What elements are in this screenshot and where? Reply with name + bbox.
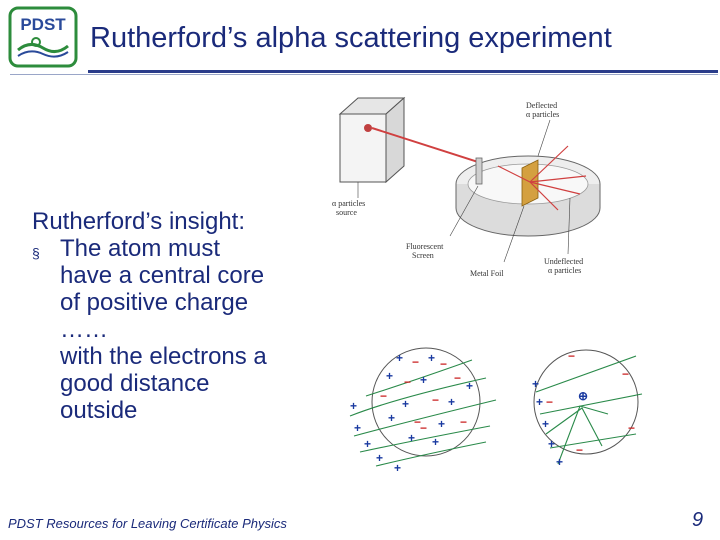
svg-text:+: + bbox=[386, 369, 393, 383]
svg-text:−: − bbox=[622, 367, 629, 381]
nuclear-atom: ⊕ − − − − − + + + + + bbox=[532, 349, 643, 469]
svg-text:+: + bbox=[402, 397, 409, 411]
svg-text:+: + bbox=[376, 451, 383, 465]
label-undeflected: Undeflected bbox=[544, 257, 583, 266]
bullet-line: with the electrons a bbox=[60, 343, 267, 370]
footer-source: PDST Resources for Leaving Certificate P… bbox=[8, 516, 287, 531]
svg-text:−: − bbox=[628, 421, 635, 435]
scattering-apparatus-diagram: Deflected α particles α particles source… bbox=[332, 96, 601, 278]
svg-text:−: − bbox=[414, 415, 421, 429]
svg-text:+: + bbox=[466, 379, 473, 393]
label-screen-2: Screen bbox=[412, 251, 434, 260]
svg-text:+: + bbox=[438, 417, 445, 431]
bullet-line: …… bbox=[60, 316, 108, 343]
svg-text:+: + bbox=[548, 437, 555, 451]
svg-text:+: + bbox=[556, 455, 563, 469]
nucleus: ⊕ bbox=[578, 389, 588, 403]
logo-text: PDST bbox=[20, 15, 66, 34]
svg-text:−: − bbox=[460, 415, 467, 429]
svg-text:−: − bbox=[454, 371, 461, 385]
metal-foil bbox=[521, 159, 539, 207]
page-number: 9 bbox=[692, 509, 704, 531]
alpha-source-box bbox=[338, 96, 406, 184]
svg-text:+: + bbox=[408, 431, 415, 445]
label-screen: Fluorescent bbox=[406, 242, 444, 251]
svg-text:−: − bbox=[404, 375, 411, 389]
svg-text:−: − bbox=[546, 395, 553, 409]
label-deflected: Deflected bbox=[526, 101, 557, 110]
svg-text:−: − bbox=[412, 355, 419, 369]
svg-text:+: + bbox=[420, 373, 427, 387]
label-undeflected-2: α particles bbox=[548, 266, 581, 275]
insight-bullet: § The atom must have a central core of p… bbox=[32, 235, 332, 424]
svg-text:+: + bbox=[536, 395, 543, 409]
alpha-paths-undeflected bbox=[349, 359, 497, 467]
slide-title: Rutherford’s alpha scattering experiment bbox=[90, 22, 612, 54]
pdst-logo: PDST bbox=[8, 6, 78, 68]
bullet-line: good distance bbox=[60, 370, 210, 397]
insight-text-block: Rutherford’s insight: § The atom must ha… bbox=[32, 208, 332, 424]
svg-text:−: − bbox=[420, 421, 427, 435]
title-rule-thin bbox=[10, 74, 718, 75]
svg-text:+: + bbox=[542, 417, 549, 431]
label-source-2: source bbox=[336, 208, 357, 217]
bullet-body: The atom must have a central core of pos… bbox=[60, 235, 332, 424]
bullet-line: outside bbox=[60, 397, 138, 424]
bullet-icon: § bbox=[32, 245, 40, 261]
plum-pudding-atom: +− +− +− +− +− +− ++ −+ −+ +− ++ ++ + bbox=[349, 347, 497, 475]
svg-text:−: − bbox=[440, 357, 447, 371]
bullet-line: The atom must bbox=[60, 235, 221, 262]
scattered-rays bbox=[497, 145, 587, 211]
insight-heading: Rutherford’s insight: bbox=[32, 208, 245, 235]
svg-text:+: + bbox=[432, 435, 439, 449]
label-deflected-2: α particles bbox=[526, 110, 559, 119]
svg-text:+: + bbox=[364, 437, 371, 451]
svg-text:+: + bbox=[350, 399, 357, 413]
svg-text:+: + bbox=[532, 377, 539, 391]
bullet-line: of positive charge bbox=[60, 289, 249, 316]
alpha-paths-nuclear bbox=[535, 355, 643, 465]
svg-text:−: − bbox=[432, 393, 439, 407]
svg-text:+: + bbox=[354, 421, 361, 435]
label-source: α particles bbox=[332, 199, 365, 208]
svg-text:−: − bbox=[576, 443, 583, 457]
title-rule bbox=[88, 70, 718, 73]
svg-text:+: + bbox=[448, 395, 455, 409]
leader-lines bbox=[357, 119, 571, 263]
svg-text:−: − bbox=[568, 349, 575, 363]
svg-text:+: + bbox=[394, 461, 401, 475]
bullet-line: have a central core bbox=[60, 262, 265, 289]
atom-models-diagram: +− +− +− +− +− +− ++ −+ −+ +− ++ ++ + ⊕ … bbox=[349, 347, 643, 475]
label-foil: Metal Foil bbox=[470, 269, 504, 278]
svg-text:−: − bbox=[380, 389, 387, 403]
collimator-plate bbox=[475, 157, 483, 185]
svg-text:+: + bbox=[396, 351, 403, 365]
svg-text:+: + bbox=[428, 351, 435, 365]
svg-text:+: + bbox=[388, 411, 395, 425]
